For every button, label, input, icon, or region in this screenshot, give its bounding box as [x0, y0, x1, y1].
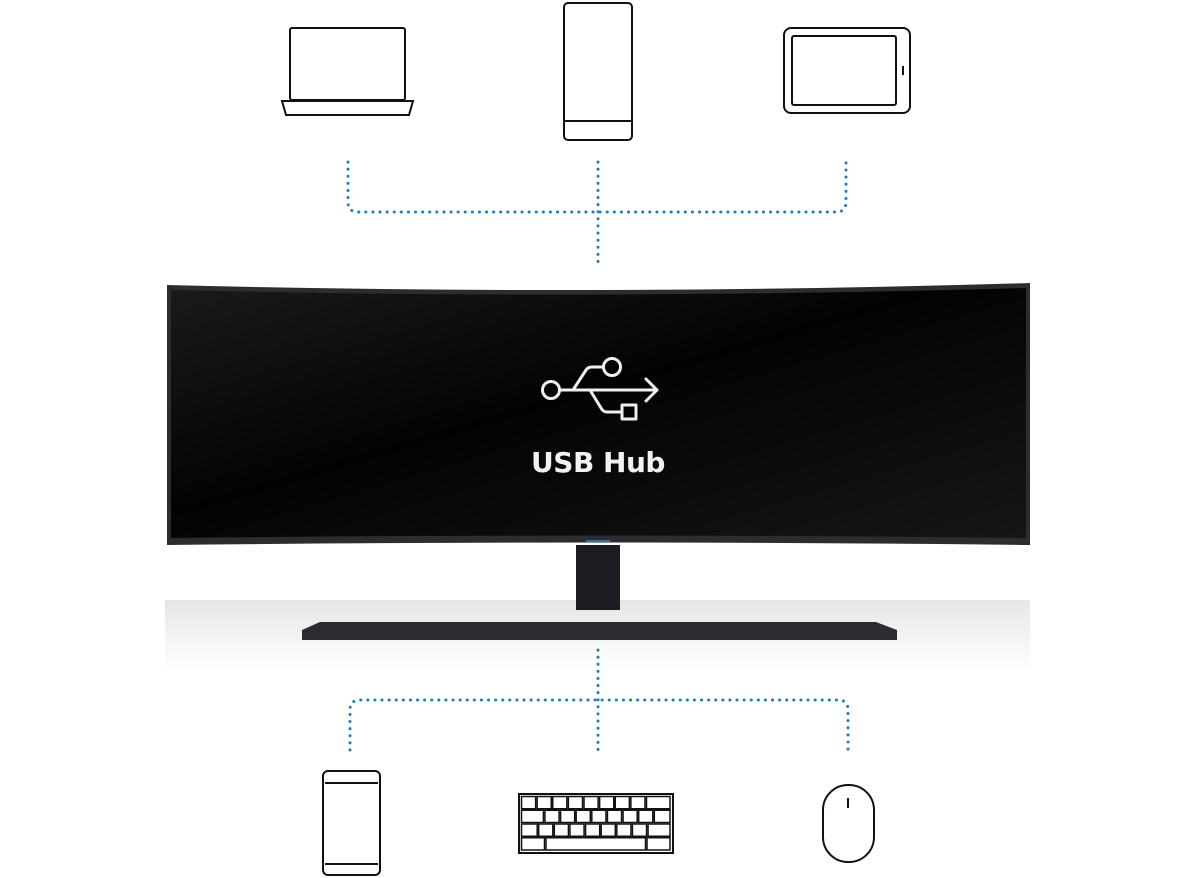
keyboard-key — [631, 823, 648, 837]
keyboard-key — [520, 795, 537, 810]
stand-base — [302, 622, 897, 640]
keyboard-key — [520, 823, 538, 837]
tablet-icon — [783, 27, 911, 114]
keyboard-key — [575, 809, 592, 824]
keyboard-key — [622, 809, 638, 824]
keyboard-icon — [518, 793, 674, 854]
keyboard-key — [646, 837, 671, 851]
keyboard-key — [616, 823, 632, 837]
stand-neck — [576, 545, 620, 610]
keyboard-key — [583, 795, 599, 810]
keyboard-key — [614, 795, 631, 810]
keyboard-key — [645, 795, 671, 810]
upstream-connector-lines — [346, 160, 848, 267]
keyboard-key — [600, 823, 617, 837]
keyboard-key — [552, 795, 568, 810]
keyboard-key — [567, 795, 584, 810]
curved-monitor — [167, 283, 1030, 640]
mouse-icon — [822, 784, 875, 863]
keyboard-key — [536, 795, 552, 810]
keyboard-key — [598, 795, 615, 810]
keyboard-key — [537, 823, 554, 837]
keyboard-key — [606, 809, 623, 824]
usb-hub-label: USB Hub — [531, 446, 665, 479]
keyboard-key — [545, 837, 647, 851]
desktop-tower-icon — [563, 2, 633, 141]
keyboard-key — [637, 809, 654, 824]
keyboard-key — [653, 809, 671, 824]
usb-icon — [541, 357, 659, 421]
keyboard-key — [584, 823, 601, 837]
keyboard-key — [647, 823, 671, 837]
downstream-connector-lines — [348, 648, 850, 752]
keyboard-key — [569, 823, 585, 837]
keyboard-key — [630, 795, 646, 810]
brand-logo — [586, 540, 610, 542]
keyboard-key — [520, 837, 546, 851]
smartphone-icon — [322, 770, 381, 876]
keyboard-key — [544, 809, 560, 824]
keyboard-key — [591, 809, 607, 824]
keyboard-key — [559, 809, 576, 824]
keyboard-key — [553, 823, 570, 837]
keyboard-key — [520, 809, 545, 824]
laptop-icon — [280, 27, 415, 116]
